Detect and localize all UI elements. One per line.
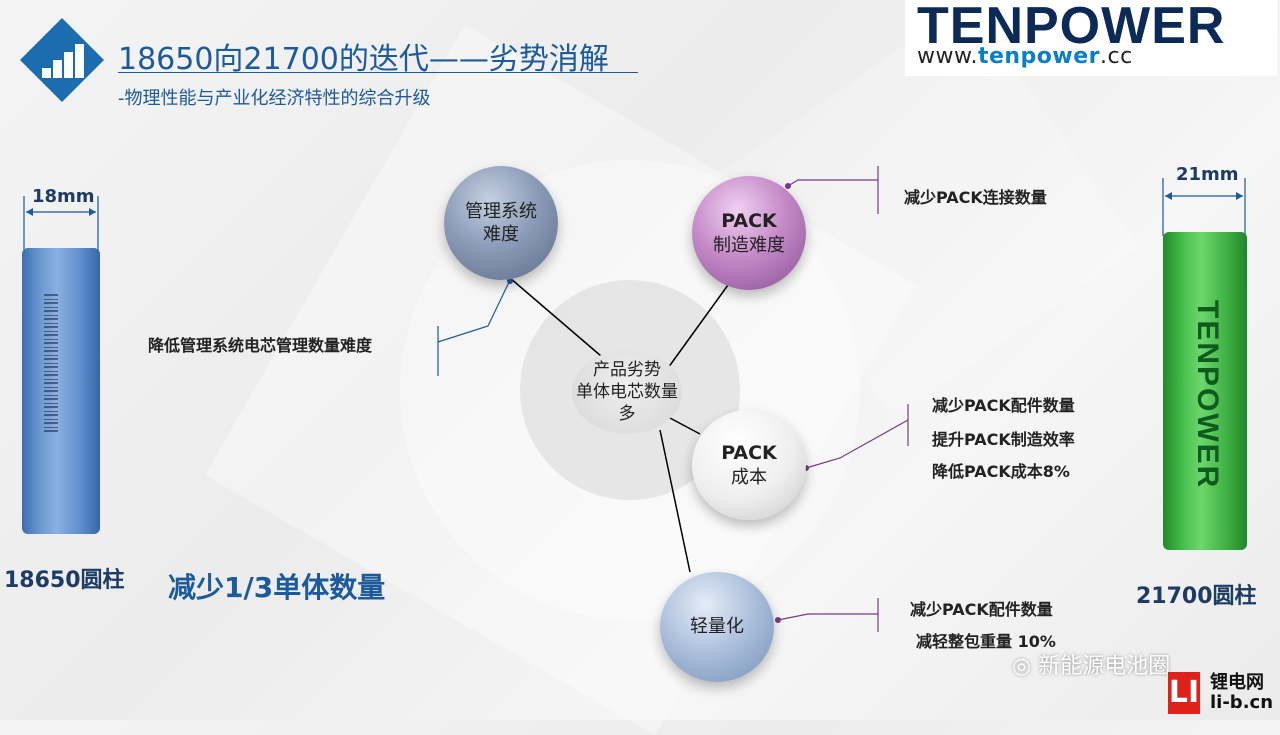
page-subtitle: -物理性能与产业化经济特性的综合升级 (118, 88, 431, 109)
chart-icon (20, 18, 104, 102)
cell-21700-image (1163, 232, 1247, 550)
title-underline (118, 72, 638, 73)
node-management-difficulty: 管理系统 难度 (444, 166, 558, 280)
note-management: 降低管理系统电芯管理数量难度 (148, 336, 373, 355)
site-name: 锂电网 (1210, 672, 1264, 693)
cell-18650-label: 18650圆柱 (4, 568, 125, 593)
note-pack-cost-3: 降低PACK成本8% (932, 462, 1070, 481)
node-lightweight: 轻量化 (660, 572, 774, 682)
barcode (44, 292, 58, 432)
cell-21700-dimension: 21mm (1176, 164, 1239, 185)
brand-url[interactable]: www.tenpower.cc (917, 44, 1133, 69)
brand-logo: TENPOWER (917, 0, 1226, 55)
page-title: 18650向21700的迭代——劣势消解 (118, 42, 609, 77)
node-pack-manufacturing: PACK 制造难度 (692, 176, 806, 290)
reduce-cell-count-label: 减少1/3单体数量 (168, 571, 386, 604)
site-url: li-b.cn (1210, 692, 1274, 713)
wechat-watermark: ◎ 新能源电池圈 (1012, 654, 1171, 679)
site-badge-logo: LI (1168, 672, 1200, 714)
cell-18650-dimension: 18mm (32, 186, 95, 207)
note-light-1: 减少PACK配件数量 (910, 600, 1053, 619)
center-node: 产品劣势 单体电芯数量多 (572, 350, 682, 434)
note-light-2: 减轻整包重量 10% (916, 632, 1056, 651)
cell-18650-image (22, 248, 100, 534)
note-pack-connection: 减少PACK连接数量 (904, 188, 1047, 207)
note-pack-cost-1: 减少PACK配件数量 (932, 396, 1075, 415)
note-pack-cost-2: 提升PACK制造效率 (932, 430, 1075, 449)
brand-block: TENPOWER www.tenpower.cc (905, 0, 1277, 76)
wechat-icon: ◎ (1012, 654, 1032, 679)
cell-21700-label: 21700圆柱 (1136, 584, 1257, 609)
cell-brand-text: TENPOWER (1191, 300, 1224, 490)
node-pack-cost: PACK 成本 (692, 410, 806, 520)
